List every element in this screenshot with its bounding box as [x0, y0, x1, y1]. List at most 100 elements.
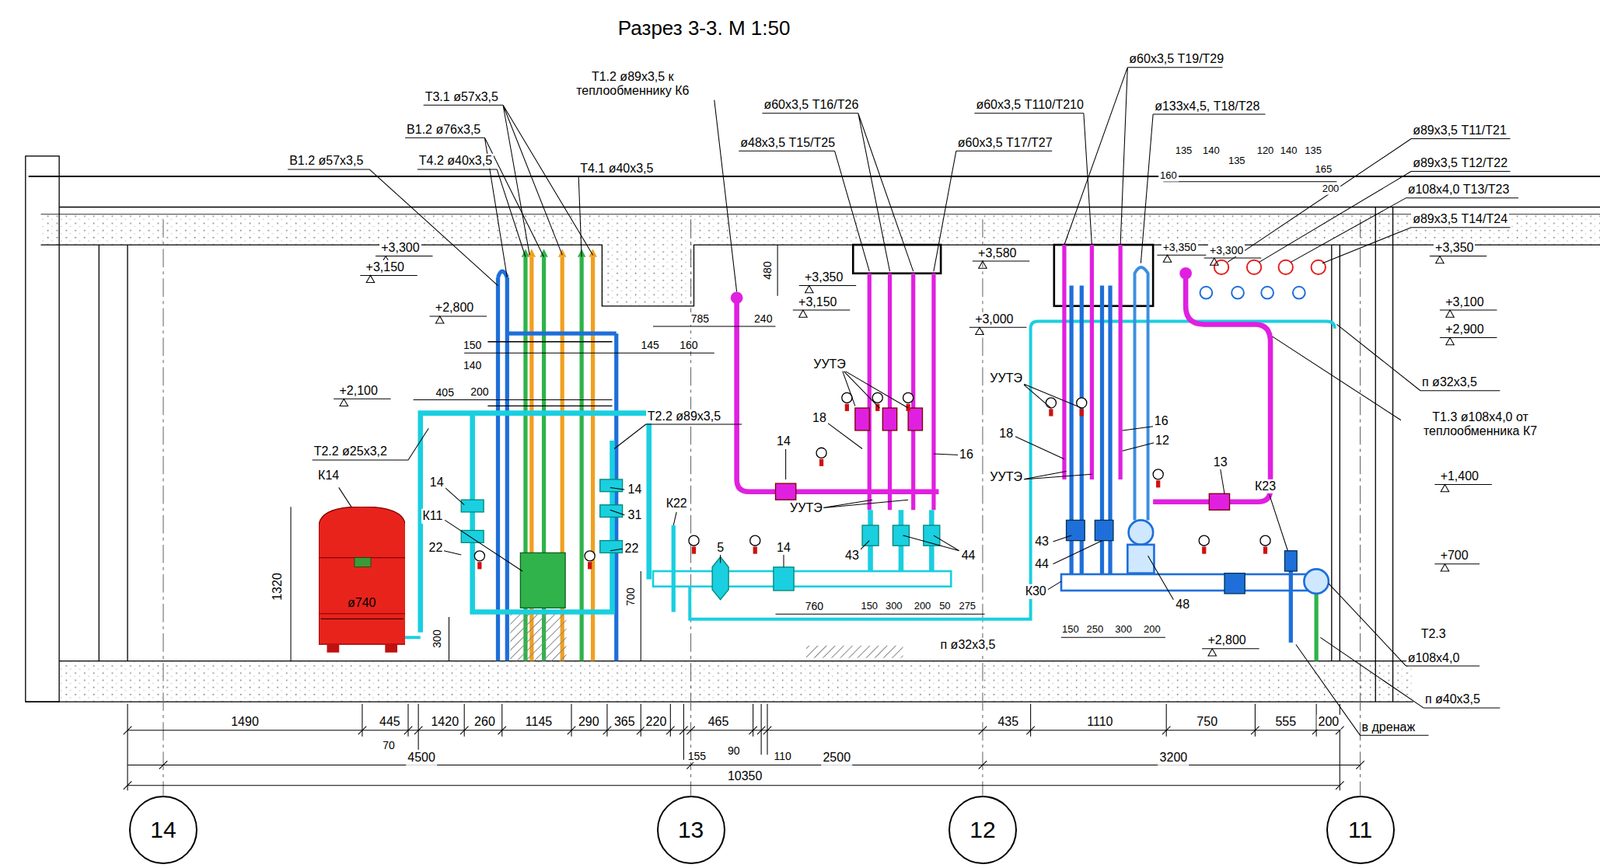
expansion-tank: К14ø740 [318, 506, 406, 654]
drawing-label: УУТЭ [988, 371, 1024, 386]
drawing-label: 16 [957, 447, 975, 462]
equipment-rect [908, 408, 923, 431]
pipe-path [338, 487, 353, 508]
dimension-lines [123, 181, 1365, 792]
pipe-path [1135, 267, 1149, 521]
pipe-path [793, 255, 1262, 657]
pipe-path [614, 424, 742, 450]
drawing-group [1200, 260, 1326, 300]
drawing-label: 2500 [820, 751, 853, 766]
leader-line [1089, 244, 1094, 480]
fitting-circle [1179, 267, 1192, 280]
pipe-path [123, 761, 1365, 790]
axis-bubble: 11 [1326, 796, 1395, 865]
drawing-label: УУТЭ [811, 356, 848, 371]
equipment-rect [892, 525, 909, 546]
equipment-rect [1208, 493, 1230, 511]
fitting-circle [1247, 260, 1262, 275]
pipe-path [413, 181, 1338, 639]
fitting-circle [816, 447, 827, 458]
pipe-path [689, 321, 1335, 619]
pipe-path [498, 271, 508, 278]
drawing-label: 120 [1255, 145, 1276, 158]
pipe-path [1320, 637, 1500, 709]
equipment-rect [1263, 547, 1268, 555]
axis-bubble: 14 [129, 796, 198, 865]
drawing-label: 200 [1320, 182, 1342, 195]
axis-lines [163, 219, 1361, 797]
drawing-label: 160 [677, 338, 699, 352]
fitting-circle [1231, 286, 1244, 300]
drawing-label: 150 [1060, 623, 1081, 636]
drawing-label: 18 [997, 426, 1015, 441]
drawing-label: +3,150 [364, 260, 406, 275]
equipment-rect [819, 459, 824, 467]
pipe-path [127, 704, 1340, 792]
drawing-label: 12 [1153, 433, 1171, 448]
drawing-label: +700 [1439, 548, 1471, 563]
drawing-label: 1420 [429, 715, 461, 730]
tank-body [318, 506, 406, 645]
building-structure [25, 156, 1600, 703]
axis-number: 13 [677, 817, 704, 844]
drawing-label: 44 [1033, 557, 1051, 572]
leader-line [25, 701, 1414, 703]
drawing-label: +3,100 [1443, 294, 1485, 309]
drawing-label: К22 [664, 496, 689, 511]
drawing-label: Т2.2 ø25х3,2 [312, 444, 389, 459]
equipment-rect [773, 567, 794, 591]
equipment-rect [477, 562, 482, 570]
leader-line [981, 219, 983, 797]
drawing-label: 750 [1194, 715, 1220, 730]
drawing-label: 300 [1113, 623, 1134, 636]
drawing-label: 1110 [1085, 715, 1115, 730]
axis-number: 11 [1348, 817, 1373, 844]
pipe-path [1140, 114, 1265, 264]
drawing-label: +2,800 [433, 300, 476, 315]
drawing-label: 14 [625, 482, 643, 497]
equipment-rect [587, 562, 592, 570]
equipment-rect [41, 214, 1600, 245]
equipment-rect [461, 531, 484, 544]
drawing-label: 155 [686, 750, 708, 763]
leader-line [59, 660, 1414, 662]
leader-line [579, 257, 584, 662]
drawing-label: 140 [1201, 145, 1222, 158]
fitting-circle [1045, 398, 1056, 409]
fitting-circle [584, 551, 595, 562]
pipe-path [933, 150, 1052, 272]
drawing-label: 1145 [524, 715, 554, 730]
drawing-label: +3,300 [379, 241, 421, 256]
leader-line [1118, 244, 1123, 480]
equipment-rect [753, 547, 758, 555]
pipe-path [714, 100, 738, 293]
drawing-label: 555 [1273, 715, 1298, 730]
pipe-path [712, 557, 729, 601]
drawing-label: 10350 [726, 769, 765, 784]
drawing-label: 200 [1317, 715, 1342, 730]
tank-seams [318, 558, 406, 615]
drawing-label: К30 [1023, 584, 1049, 599]
drawing-label: ø108х4,0 [1406, 650, 1462, 665]
fitting-circle [1200, 286, 1213, 300]
pipe-path [737, 297, 940, 492]
drawing-group [477, 404, 1268, 570]
pipe-path [1152, 273, 1271, 503]
leader-line [1062, 244, 1066, 480]
equipment-rect [1048, 408, 1053, 416]
leader-line [911, 273, 916, 511]
drawing-label: 31 [625, 508, 643, 523]
drawing-label: 140 [1278, 145, 1300, 158]
drawing-label: +3,150 [796, 294, 839, 309]
drawing-label: 160 [1158, 169, 1179, 182]
drawing-label: Т2.3 [1419, 627, 1448, 642]
fitting-circle [1128, 520, 1154, 545]
drawing-label: 5 [715, 541, 726, 556]
fitting-circle [730, 291, 744, 304]
pipe-path [98, 206, 1393, 703]
equipment-rect [1079, 408, 1084, 416]
tank-foot [326, 645, 339, 654]
drawing-label: 785 [689, 311, 711, 325]
drawing-label: Т3.1 ø57х3,5 [423, 89, 500, 104]
